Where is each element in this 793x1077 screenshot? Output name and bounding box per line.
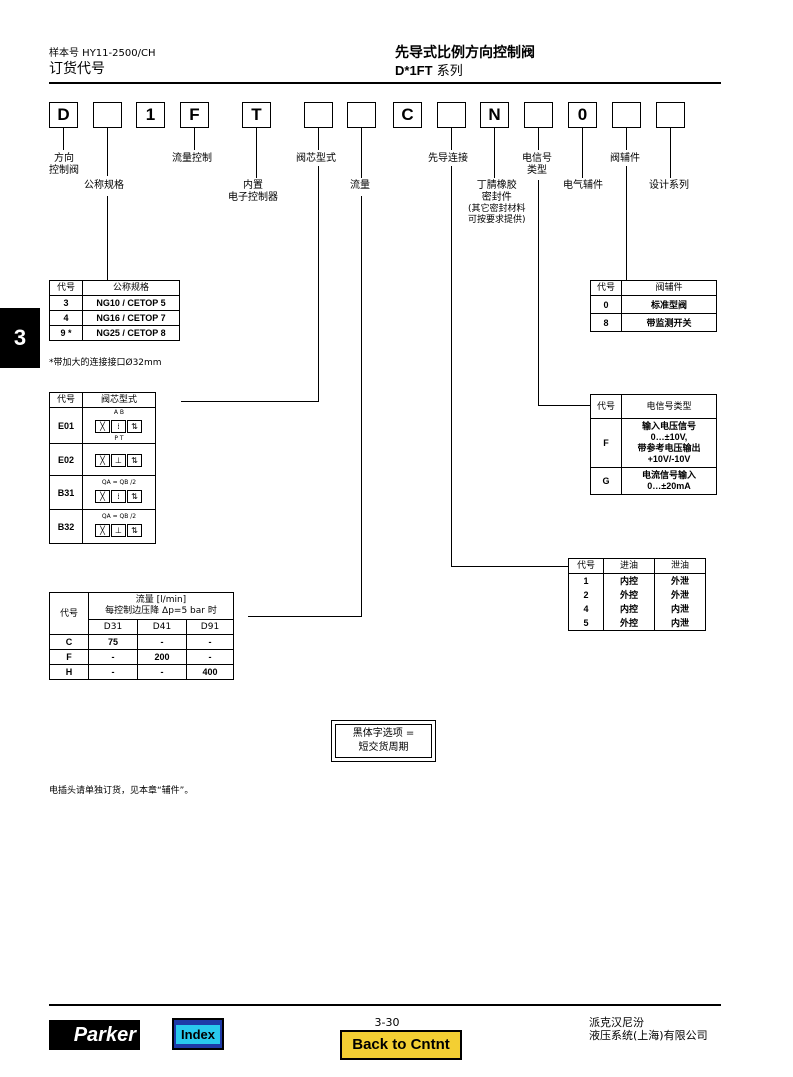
spool-symbol-icon: ╳⁞⇅ xyxy=(95,416,143,436)
label-electrical-option: 电气辅件 xyxy=(563,180,603,191)
label-direction-valve: 方向 控制阀 xyxy=(49,153,79,176)
label-spool-type: 阀芯型式 xyxy=(296,153,336,164)
label-valve-option: 阀辅件 xyxy=(610,153,640,164)
series-title: D*1FT 系列 xyxy=(395,63,463,79)
code-box-12: 0 xyxy=(568,102,597,128)
flow-table: 代号 流量 [l/min] 每控制边压降 Δp=5 bar 时 D31 D41 … xyxy=(49,592,234,680)
label-flow-control: 流量控制 xyxy=(172,153,212,164)
code-box-10: N xyxy=(480,102,509,128)
spool-table: 代号阀芯型式 E01 A B ╳⁞⇅ P T E02 ╳⊥⇅ B31 QA = … xyxy=(49,392,156,544)
code-box-14 xyxy=(656,102,685,128)
section-title: 订货代号 xyxy=(49,61,105,77)
spool-symbol-icon: ╳⊥⇅ xyxy=(95,520,143,540)
bold-note-box: 黑体字选项 = 短交货周期 xyxy=(331,720,436,762)
code-box-3: 1 xyxy=(136,102,165,128)
index-button[interactable]: Index xyxy=(172,1018,224,1050)
signal-type-table: 代号电信号类型 F 输入电压信号 0…±10V, 带参考电压输出 +10V/-1… xyxy=(590,394,717,495)
label-design-series: 设计系列 xyxy=(649,180,689,191)
size-footnote: *带加大的连接接口Ø32mm xyxy=(49,358,162,368)
label-pilot-connection: 先导连接 xyxy=(428,153,468,164)
code-box-2 xyxy=(93,102,122,128)
label-nominal-size: 公称规格 xyxy=(84,180,124,191)
sample-number: 样本号 HY11-2500/CH xyxy=(49,48,156,59)
spool-symbol-icon: ╳⊥⇅ xyxy=(95,450,143,470)
spool-symbol-icon: ╳⁞⇅ xyxy=(95,486,143,506)
code-box-5: T xyxy=(242,102,271,128)
chapter-tab: 3 xyxy=(0,308,40,368)
page-title: 先导式比例方向控制阀 xyxy=(395,45,535,61)
label-nbr-seal: 丁腈橡胶 密封件 (其它密封材料 可按要求提供) xyxy=(468,180,526,225)
label-signal-type: 电信号 类型 xyxy=(522,153,552,176)
company-name: 派克汉尼汾 液压系统(上海)有限公司 xyxy=(589,1016,708,1042)
footer-rule xyxy=(49,1004,721,1006)
page-number: 3-30 xyxy=(374,1016,400,1029)
parker-logo: Parker xyxy=(49,1020,140,1050)
code-box-9 xyxy=(437,102,466,128)
code-box-8: C xyxy=(393,102,422,128)
label-integrated-electronics: 内置 电子控制器 xyxy=(228,180,278,203)
code-box-11 xyxy=(524,102,553,128)
code-box-4: F xyxy=(180,102,209,128)
code-box-13 xyxy=(612,102,641,128)
code-box-7 xyxy=(347,102,376,128)
back-to-content-button[interactable]: Back to Cntnt xyxy=(340,1030,462,1060)
label-flow: 流量 xyxy=(350,180,370,191)
plug-note: 电插头请单独订货，见本章“辅件”。 xyxy=(49,786,194,796)
code-box-1: D xyxy=(49,102,78,128)
code-box-6 xyxy=(304,102,333,128)
header-rule xyxy=(49,82,721,84)
